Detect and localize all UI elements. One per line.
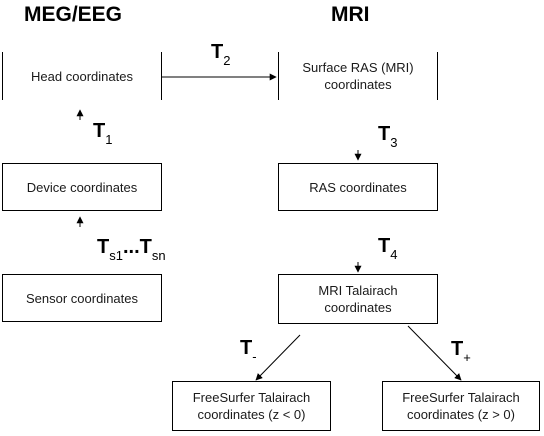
transform-label-ts: Ts1...Tsn [97,237,166,266]
transform-symbol: T [378,123,391,145]
transform-subscript: 4 [390,247,398,262]
box-ras-coordinates: RAS coordinates [278,163,438,211]
transform-label-t3: T3 [378,124,397,153]
box-freesurfer-talairach-negative: FreeSurfer Talairach coordinates (z < 0) [172,381,331,431]
transform-label-tminus: T- [240,338,257,367]
transform-symbol: T [211,41,224,63]
box-label-line: MRI Talairach [318,283,398,298]
box-sensor-coordinates: Sensor coordinates [2,274,162,322]
transform-subscript: s1 [109,248,123,263]
box-mri-talairach-coordinates: MRI Talairach coordinates [278,274,438,324]
box-head-coordinates: Head coordinates [2,52,162,100]
box-label-line: coordinates [324,300,392,315]
transform-subscript: + [463,350,471,365]
box-label-line: Head coordinates [31,68,133,84]
transform-subscript: sn [151,248,166,263]
transform-subscript: 3 [390,135,398,150]
transform-label-t4: T4 [378,236,397,265]
transform-ellipsis: ... [122,236,140,258]
transform-label-t1: T1 [93,121,112,150]
arrow-tminus [255,334,301,381]
box-label-line: Sensor coordinates [25,290,138,306]
transform-label-tplus: T+ [451,339,471,368]
transform-subscript: 2 [223,53,231,68]
arrow-tplus [407,325,462,381]
transform-symbol: T [378,235,391,257]
box-label-line: FreeSurfer Talairach [192,390,311,405]
box-label-line: Device coordinates [26,179,138,195]
transform-symbol: T [240,337,253,359]
heading-meg-eeg: MEG/EEG [24,3,123,26]
transform-symbol: T [97,236,110,258]
box-surface-ras-coordinates: Surface RAS (MRI) coordinates [278,52,438,100]
box-freesurfer-talairach-positive: FreeSurfer Talairach coordinates (z > 0) [382,381,540,431]
box-label-line: coordinates [324,77,392,92]
transform-subscript: - [252,349,257,364]
box-label-line: FreeSurfer Talairach [402,390,520,405]
box-label-line: coordinates (z > 0) [406,407,515,422]
transform-symbol: T [93,120,106,142]
box-label-line: Surface RAS (MRI) [302,60,414,75]
box-label-line: coordinates (z < 0) [197,407,306,422]
transform-symbol: T [139,236,152,258]
transform-subscript: 1 [105,132,113,147]
box-label-line: RAS coordinates [309,179,407,195]
transform-label-t2: T2 [211,42,230,71]
box-device-coordinates: Device coordinates [2,163,162,211]
heading-mri: MRI [331,3,370,26]
transform-symbol: T [451,338,464,360]
